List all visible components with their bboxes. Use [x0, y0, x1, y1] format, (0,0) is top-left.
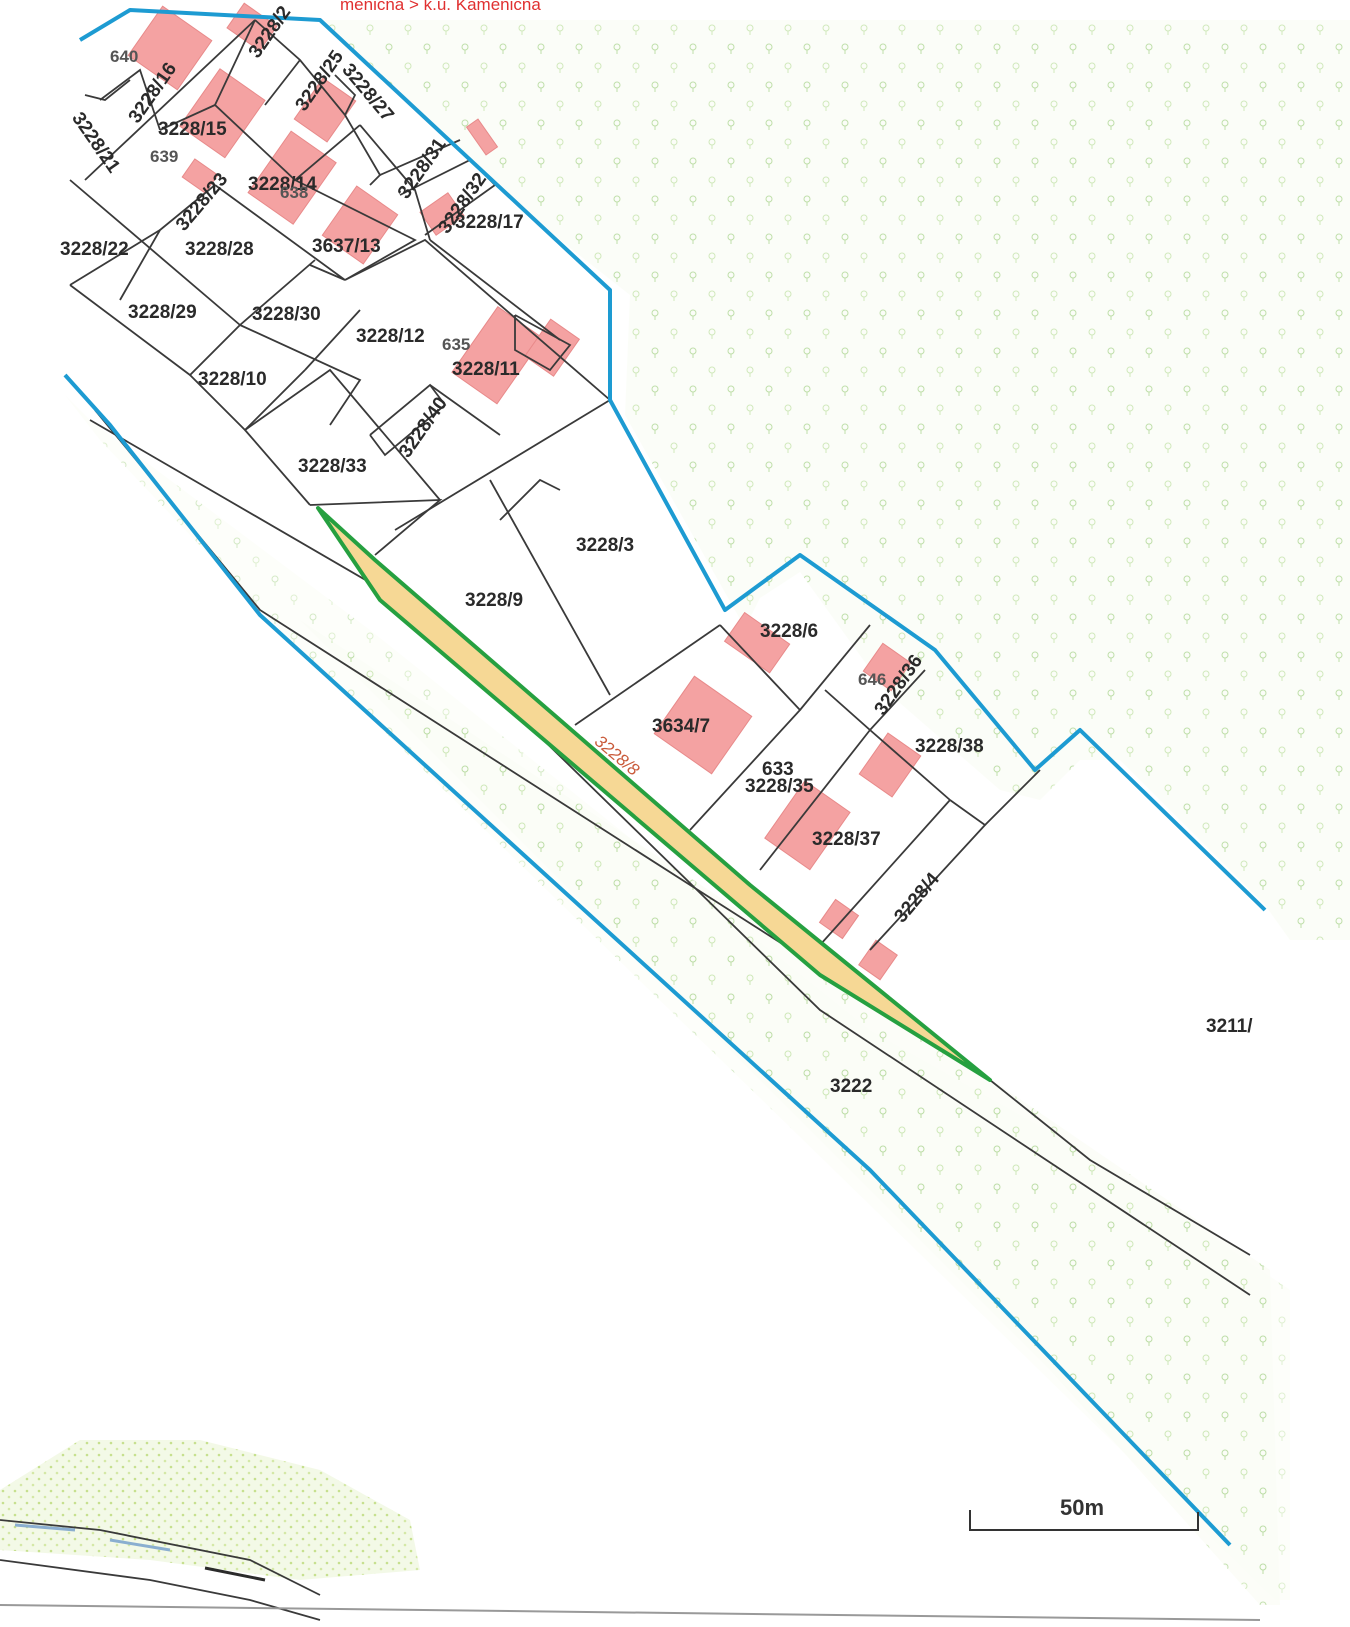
label-3637-13[interactable]: 3637/13 — [312, 236, 381, 257]
label-635[interactable]: 635 — [442, 335, 470, 354]
label-3634-7[interactable]: 3634/7 — [652, 716, 710, 737]
label-3228-37[interactable]: 3228/37 — [812, 829, 881, 850]
highlighted-parcel-3228-8[interactable] — [316, 506, 992, 1082]
label-3228-33[interactable]: 3228/33 — [298, 456, 367, 477]
label-3228-28[interactable]: 3228/28 — [185, 239, 254, 260]
label-3228-6[interactable]: 3228/6 — [760, 621, 818, 642]
label-3228-12[interactable]: 3228/12 — [356, 326, 425, 347]
location-header: menicna > k.ú. Kamenicna — [340, 0, 541, 14]
label-3228-3[interactable]: 3228/3 — [576, 535, 634, 556]
scale-bar: 50m — [969, 1495, 1199, 1531]
page-bottom-line — [0, 1604, 1261, 1621]
buildings — [127, 2, 922, 981]
label-3228-17[interactable]: 3228/17 — [455, 212, 524, 233]
label-3228-11[interactable]: 3228/11 — [452, 359, 520, 380]
label-3228-30[interactable]: 3228/30 — [252, 304, 321, 325]
label-3228-22[interactable]: 3228/22 — [60, 239, 129, 260]
road-markings — [14, 1523, 266, 1582]
label-3228-14[interactable]: 3228/14 — [248, 174, 317, 195]
locality-boundary-south — [63, 373, 1232, 1547]
label-3228-4[interactable]: 3228/4 — [890, 869, 944, 927]
label-3228-31[interactable]: 3228/31 — [394, 134, 451, 203]
label-633[interactable]: 633 — [762, 759, 794, 780]
dotted-area — [0, 1440, 420, 1580]
parcel-lines — [0, 19, 1251, 1621]
label-639[interactable]: 639 — [150, 147, 178, 166]
label-3228-10[interactable]: 3228/10 — [198, 369, 267, 390]
label-3228-38[interactable]: 3228/38 — [915, 736, 984, 757]
label-3228-29[interactable]: 3228/29 — [128, 302, 197, 323]
label-3222[interactable]: 3222 — [830, 1076, 872, 1097]
label-3228-15[interactable]: 3228/15 — [158, 119, 227, 140]
scale-label: 50m — [1060, 1495, 1104, 1520]
label-3228-35[interactable]: 3228/35 — [745, 776, 814, 797]
label-3211[interactable]: 3211/ — [1206, 1016, 1253, 1037]
label-3228-21[interactable]: 3228/21 — [67, 109, 124, 178]
label-640[interactable]: 640 — [110, 47, 138, 66]
locality-boundary — [78, 8, 1267, 912]
label-646[interactable]: 646 — [858, 670, 886, 689]
label-3228-9[interactable]: 3228/9 — [465, 590, 523, 611]
label-638[interactable]: 638 — [280, 183, 308, 202]
label-3228-40[interactable]: 3228/40 — [395, 393, 452, 461]
